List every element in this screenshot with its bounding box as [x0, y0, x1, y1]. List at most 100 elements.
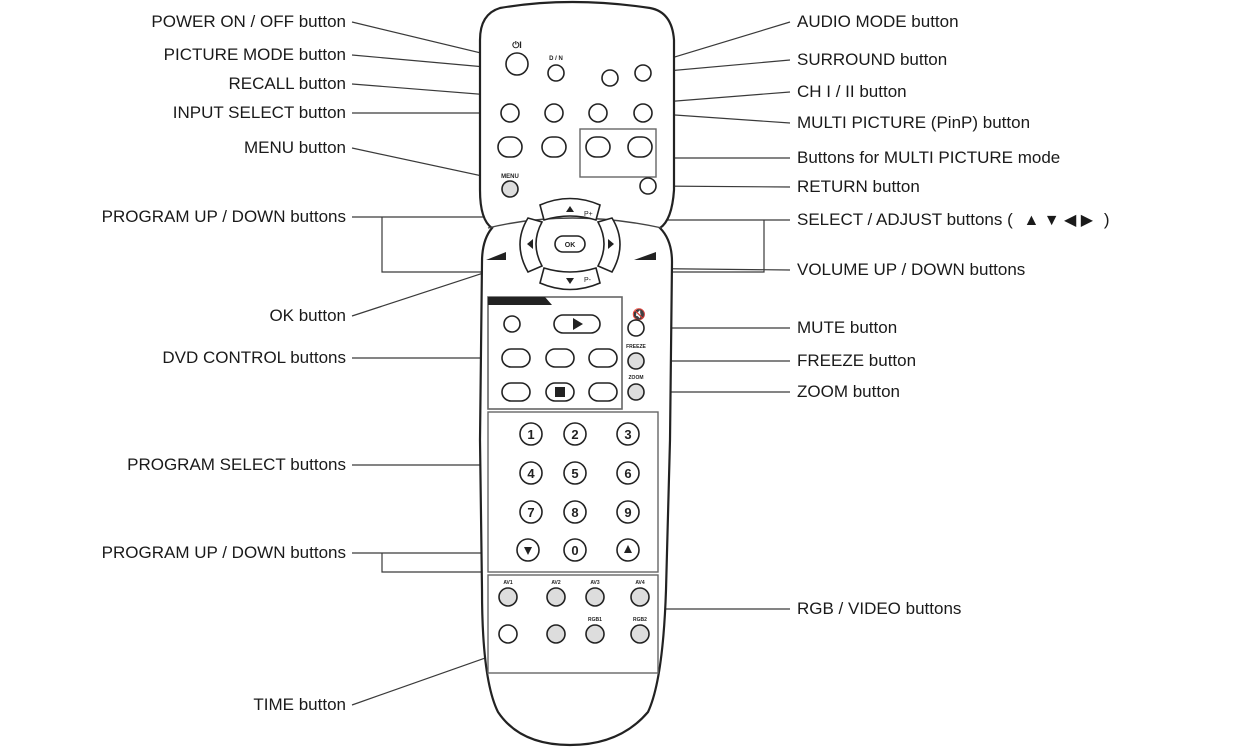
digit-7-label: 7 — [527, 505, 534, 520]
svg-text:P+: P+ — [584, 211, 593, 218]
dvd-control-box — [487, 296, 623, 410]
audio-mode-button[interactable] — [601, 69, 619, 87]
digit-9-button[interactable] — [616, 500, 640, 524]
digit-5-button[interactable] — [563, 461, 587, 485]
dvd-open-close-button[interactable] — [503, 315, 521, 333]
label-prog-updown-bottom: PROGRAM UP / DOWN buttons — [101, 543, 346, 562]
label-select-adjust: SELECT / ADJUST buttons ( ▲ ▼ ◀ ▶ ) — [797, 210, 1110, 231]
dvd-forward-button[interactable] — [588, 348, 618, 368]
select-adjust-text: SELECT / ADJUST buttons ( — [797, 210, 1013, 229]
dvd-next-button[interactable] — [588, 382, 618, 402]
label-ok: OK button — [269, 306, 346, 325]
svg-text:P-: P- — [584, 277, 592, 284]
digit-6-button[interactable] — [616, 461, 640, 485]
rgb-video-button-3[interactable] — [585, 587, 605, 607]
digit-6-label: 6 — [624, 466, 631, 481]
label-mute: MUTE button — [797, 318, 898, 337]
freeze-button[interactable] — [627, 352, 645, 370]
rgb-tag-3: AV3 — [590, 580, 600, 586]
teletext-mix-button[interactable] — [498, 624, 518, 644]
surround-button[interactable] — [634, 64, 652, 82]
label-menu: MENU button — [243, 138, 346, 157]
teletext-button-2[interactable] — [541, 136, 567, 158]
label-freeze: FREEZE button — [797, 351, 917, 370]
label-picture-mode: PICTURE MODE button — [163, 45, 346, 64]
digit-0-label: 0 — [571, 543, 578, 558]
digit-4-button[interactable] — [519, 461, 543, 485]
label-ch: CH I / II button — [797, 82, 907, 101]
return-button[interactable] — [639, 177, 657, 195]
digit-8-label: 8 — [571, 505, 578, 520]
multi-picture-mode-box — [579, 128, 657, 178]
ok-button[interactable] — [554, 235, 586, 253]
prog-down-icon — [524, 547, 532, 555]
play-icon — [573, 318, 583, 330]
digit-5-label: 5 — [571, 466, 578, 481]
digit-0-button[interactable] — [563, 538, 587, 562]
digit-9-label: 9 — [624, 505, 631, 520]
label-prog-updown-top: PROGRAM UP / DOWN buttons — [101, 207, 346, 226]
menu-button[interactable] — [501, 180, 519, 198]
dvd-pause-button[interactable] — [545, 348, 575, 368]
multi-picture-button[interactable] — [633, 103, 653, 123]
dvd-rewind-button[interactable] — [501, 348, 531, 368]
recall-button[interactable] — [544, 103, 564, 123]
digit-3-label: 3 — [624, 427, 631, 442]
digit-3-button[interactable] — [616, 422, 640, 446]
label-input-select: INPUT SELECT button — [172, 103, 346, 122]
prog-up-icon — [624, 545, 632, 553]
label-multi-picture: MULTI PICTURE (PinP) button — [797, 113, 1031, 132]
rgb-video-button-2[interactable] — [546, 587, 566, 607]
digit-1-button[interactable] — [519, 422, 543, 446]
digit-2-button[interactable] — [563, 422, 587, 446]
rgb-video-button-4[interactable] — [630, 587, 650, 607]
zoom-button[interactable] — [627, 383, 645, 401]
rgb-video-button-5[interactable] — [585, 624, 605, 644]
label-multi-picture-mode: Buttons for MULTI PICTURE mode — [797, 148, 1061, 167]
digit-2-label: 2 — [571, 427, 578, 442]
rgb-tag-5: RGB1 — [588, 617, 602, 623]
label-power: POWER ON / OFF button — [151, 12, 346, 31]
stop-icon — [555, 387, 565, 397]
digit-8-button[interactable] — [563, 500, 587, 524]
select-adjust-close-paren: ) — [1103, 210, 1110, 229]
digit-7-button[interactable] — [519, 500, 543, 524]
label-zoom: ZOOM button — [797, 382, 900, 401]
dvd-prev-button[interactable] — [501, 382, 531, 402]
rgb-tag-1: AV1 — [503, 580, 513, 586]
time-button[interactable] — [546, 624, 566, 644]
input-select-button[interactable] — [500, 103, 520, 123]
mute-button[interactable] — [627, 319, 645, 337]
label-rgb-video: RGB / VIDEO buttons — [797, 599, 962, 618]
label-return: RETURN button — [797, 177, 920, 196]
select-adjust-arrow-icons: ▲ ▼ ◀ ▶ — [1023, 212, 1094, 229]
multi-picture-mode-button-1[interactable] — [585, 136, 611, 158]
svg-text:🔇: 🔇 — [632, 308, 646, 321]
ch-button[interactable] — [588, 103, 608, 123]
picture-mode-mark: D / N — [549, 56, 563, 62]
label-surround: SURROUND button — [797, 50, 948, 69]
dvd-tag: DVD — [493, 299, 508, 306]
zoom-tag: ZOOM — [629, 375, 644, 381]
label-program-select: PROGRAM SELECT buttons — [127, 455, 346, 474]
teletext-button-1[interactable] — [497, 136, 523, 158]
rgb-video-button-1[interactable] — [498, 587, 518, 607]
program-select-box — [487, 411, 659, 573]
freeze-tag: FREEZE — [626, 344, 646, 350]
rgb-tag-2: AV2 — [551, 580, 561, 586]
label-dvd-control: DVD CONTROL buttons — [162, 348, 346, 367]
rgb-video-button-6[interactable] — [630, 624, 650, 644]
picture-mode-button[interactable] — [547, 64, 565, 82]
label-recall: RECALL button — [228, 74, 347, 93]
power-button[interactable] — [505, 52, 529, 76]
digit-4-label: 4 — [527, 466, 535, 481]
ok-label: OK — [565, 242, 576, 249]
power-mark: ⏻I — [512, 40, 522, 50]
label-time: TIME button — [253, 695, 346, 714]
multi-picture-mode-button-2[interactable] — [627, 136, 653, 158]
menu-tag: MENU — [501, 174, 519, 180]
rgb-tag-6: RGB2 — [633, 617, 647, 623]
rgb-tag-4: AV4 — [635, 580, 645, 586]
